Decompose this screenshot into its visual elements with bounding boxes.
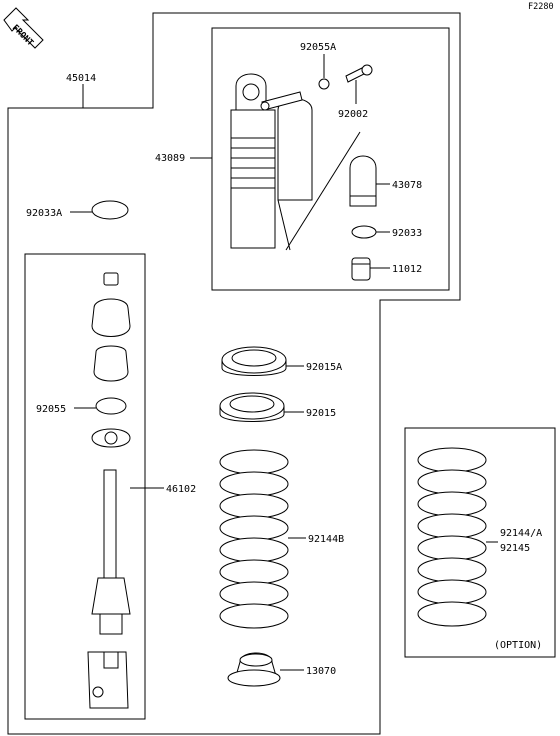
o-ring-92055 xyxy=(95,397,127,415)
damper-rod-46102 xyxy=(87,272,131,709)
damper-rod-box xyxy=(24,253,146,720)
part-label-45014: 45014 xyxy=(66,73,96,84)
spring-92144a xyxy=(417,447,487,627)
circlip-92033a xyxy=(91,200,129,220)
part-label-92055a: 92055A xyxy=(300,42,336,53)
nut-92015a xyxy=(221,346,287,376)
o-ring-92055a xyxy=(318,78,330,90)
figure-code: F2280 xyxy=(528,2,554,12)
part-label-92002: 92002 xyxy=(338,109,368,120)
part-label-11012: 11012 xyxy=(392,264,422,275)
part-label-92144b: 92144B xyxy=(308,534,344,545)
reservoir-box xyxy=(211,27,450,291)
cap-11012 xyxy=(351,257,371,281)
screw-92002 xyxy=(345,64,373,83)
spring-92144b xyxy=(219,449,289,629)
part-label-43089: 43089 xyxy=(155,153,185,164)
spring-seat-13070 xyxy=(227,652,281,687)
circlip-92033 xyxy=(351,225,377,239)
part-label-92144a: 92144/A xyxy=(500,528,542,539)
part-label-13070: 13070 xyxy=(306,666,336,677)
front-arrow-icon: FRONT xyxy=(3,7,44,49)
shock-body-43089 xyxy=(230,73,361,251)
part-label-92015: 92015 xyxy=(306,408,336,419)
option-label: (OPTION) xyxy=(494,640,542,651)
option-box xyxy=(404,427,556,658)
part-label-46102: 46102 xyxy=(166,484,196,495)
part-label-92145: 92145 xyxy=(500,543,530,554)
nut-92015 xyxy=(219,392,285,422)
part-label-43078: 43078 xyxy=(392,180,422,191)
part-label-92033a: 92033A xyxy=(26,208,62,219)
part-label-92015a: 92015A xyxy=(306,362,342,373)
bladder-43078 xyxy=(349,155,377,207)
assembly-outline-45014 xyxy=(7,12,461,735)
part-label-92033: 92033 xyxy=(392,228,422,239)
part-label-92055: 92055 xyxy=(36,404,66,415)
